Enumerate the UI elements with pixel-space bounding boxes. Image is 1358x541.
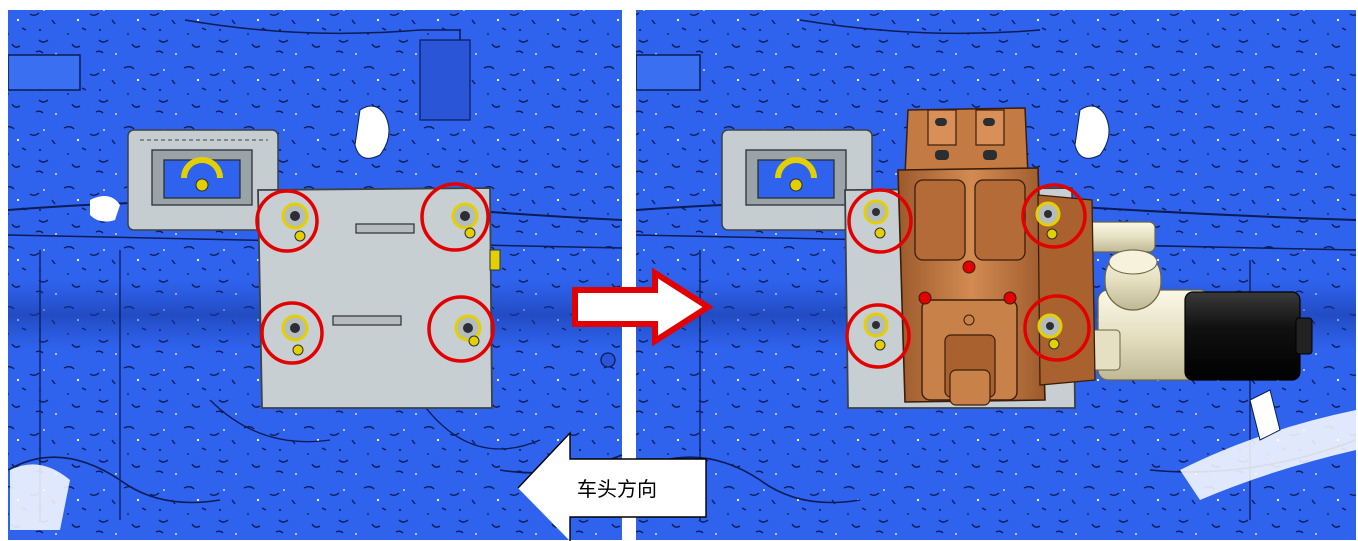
vehicle-front-direction-arrow: 车头方向	[517, 431, 707, 541]
highlight-circles-after	[845, 183, 1091, 369]
panel-before	[8, 10, 622, 540]
bolt-holes-before	[281, 202, 482, 356]
bolt-point	[281, 314, 309, 356]
highlight-circle	[260, 301, 324, 365]
left-arrow-icon	[517, 431, 707, 541]
bolt-point	[281, 202, 309, 242]
panel-after	[636, 10, 1356, 540]
electric-motor	[1184, 291, 1301, 381]
direction-label: 车头方向	[577, 478, 657, 501]
pump-unit	[897, 107, 1096, 406]
motor-assembly	[1079, 221, 1313, 381]
bolt-holes-after	[863, 199, 1063, 351]
highlight-circles-before	[255, 182, 495, 365]
highlight-circle	[420, 182, 490, 252]
highlight-circle	[1021, 183, 1087, 249]
bolt-point	[454, 314, 482, 347]
existing-bracket	[127, 129, 279, 231]
panel-divider	[622, 0, 636, 541]
highlight-circle	[255, 189, 319, 253]
right-arrow-icon	[572, 267, 714, 347]
highlight-circle	[845, 303, 911, 369]
highlight-circle	[427, 295, 495, 363]
highlight-circle	[1023, 294, 1091, 362]
highlight-circle	[847, 188, 913, 254]
existing-bracket	[721, 129, 873, 231]
bolt-point	[451, 202, 479, 239]
